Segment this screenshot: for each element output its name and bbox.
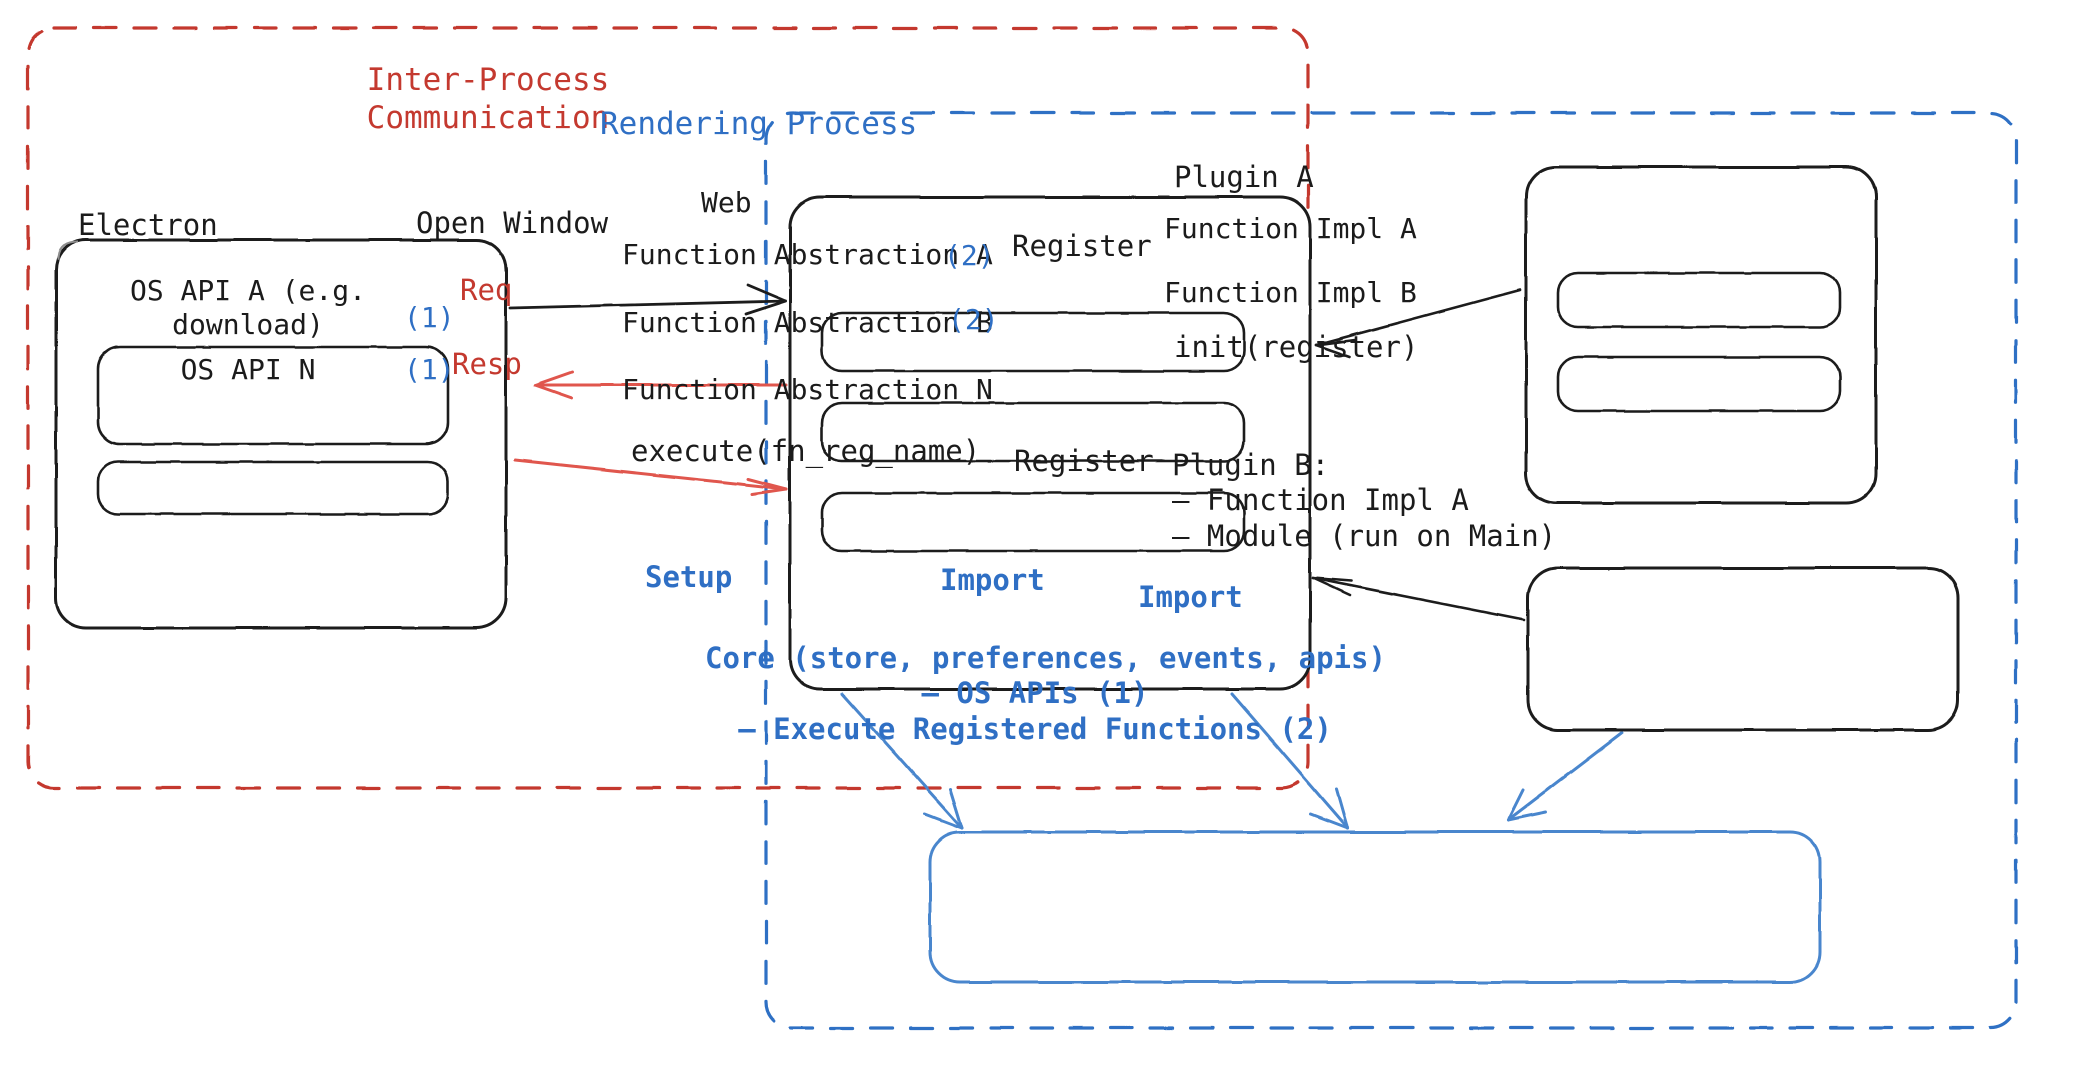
os-api-a-label: OS API A (e.g. download) [129,274,366,342]
function-abstraction-a-marker: (2) [944,239,995,272]
edge-label-register-plugin-a: Register [1012,229,1152,263]
arrow-open-window [508,283,788,316]
edge-label-resp: Resp [452,347,522,381]
function-abstraction-b-box [820,401,1246,463]
plugin-a-title: Plugin A [1174,160,1314,194]
edge-label-open-window: Open Window [416,206,609,240]
web-title: Web [701,186,752,219]
core-line-2: – Execute Registered Functions (2) [738,711,1332,746]
function-abstraction-b-marker: (2) [948,303,999,336]
os-api-a-box [96,345,450,446]
edge-label-import-plugin-b: Import [1138,580,1243,614]
arrow-setup [840,692,964,830]
plugin-b-line-2: – Module (run on Main) [1172,518,1557,553]
core-lines: Core (store, preferences, events, apis)–… [705,641,1386,747]
electron-title: Electron [78,208,218,242]
ipc-region-label: Inter-Process Communication [366,62,610,136]
plugin-b-line-1: – Function Impl A [1172,483,1469,518]
function-impl-b-box [1556,355,1842,413]
core-line-1: – OS APIs (1) [921,676,1149,711]
function-abstraction-a-label: Function Abstraction A [622,238,993,271]
arrow-req [533,370,788,400]
arrow-register-plugin-b [1311,576,1526,622]
plugin-b-line-0: Plugin B: [1172,448,1330,482]
os-api-n-label: OS API N [180,353,316,386]
plugin-a-box [1524,165,1878,505]
arrow-register-plugin-a [1314,288,1522,359]
plugin-b-box [1526,566,1960,732]
function-abstraction-a-box [820,311,1246,373]
function-impl-b-label: Function Impl B [1164,276,1417,309]
function-abstraction-n-label: Function Abstraction N [622,373,993,406]
rendering-process-region-boundary [764,111,2018,1030]
arrow-resp [513,458,788,496]
edge-label-setup: Setup [645,560,733,594]
arrow-import-plugin-b [1506,731,1624,822]
function-impl-a-label: Function Impl A [1164,212,1417,245]
edge-label-import-web: Import [940,563,1045,597]
core-line-0: Core (store, preferences, events, apis) [705,641,1386,675]
rendering-process-label: Rendering Process [600,106,918,142]
plugin-b-lines: Plugin B:– Function Impl A– Module (run … [1172,448,1556,554]
plugin-a-init-label: init(register) [1174,330,1419,364]
edge-label-req: Req [460,273,513,307]
os-api-n-marker: (1) [404,353,455,386]
function-abstraction-b-label: Function Abstraction B [622,306,993,339]
os-api-a-marker: (1) [404,301,455,334]
arrow-import-web [1230,692,1350,830]
function-impl-a-box [1556,271,1842,329]
function-abstraction-n-box [820,491,1246,553]
core-box [928,830,1822,984]
web-execute-label: execute(fn_reg_name) [631,434,981,468]
edge-label-register-plugin-b: Register [1014,444,1154,478]
os-api-n-box [96,460,450,516]
